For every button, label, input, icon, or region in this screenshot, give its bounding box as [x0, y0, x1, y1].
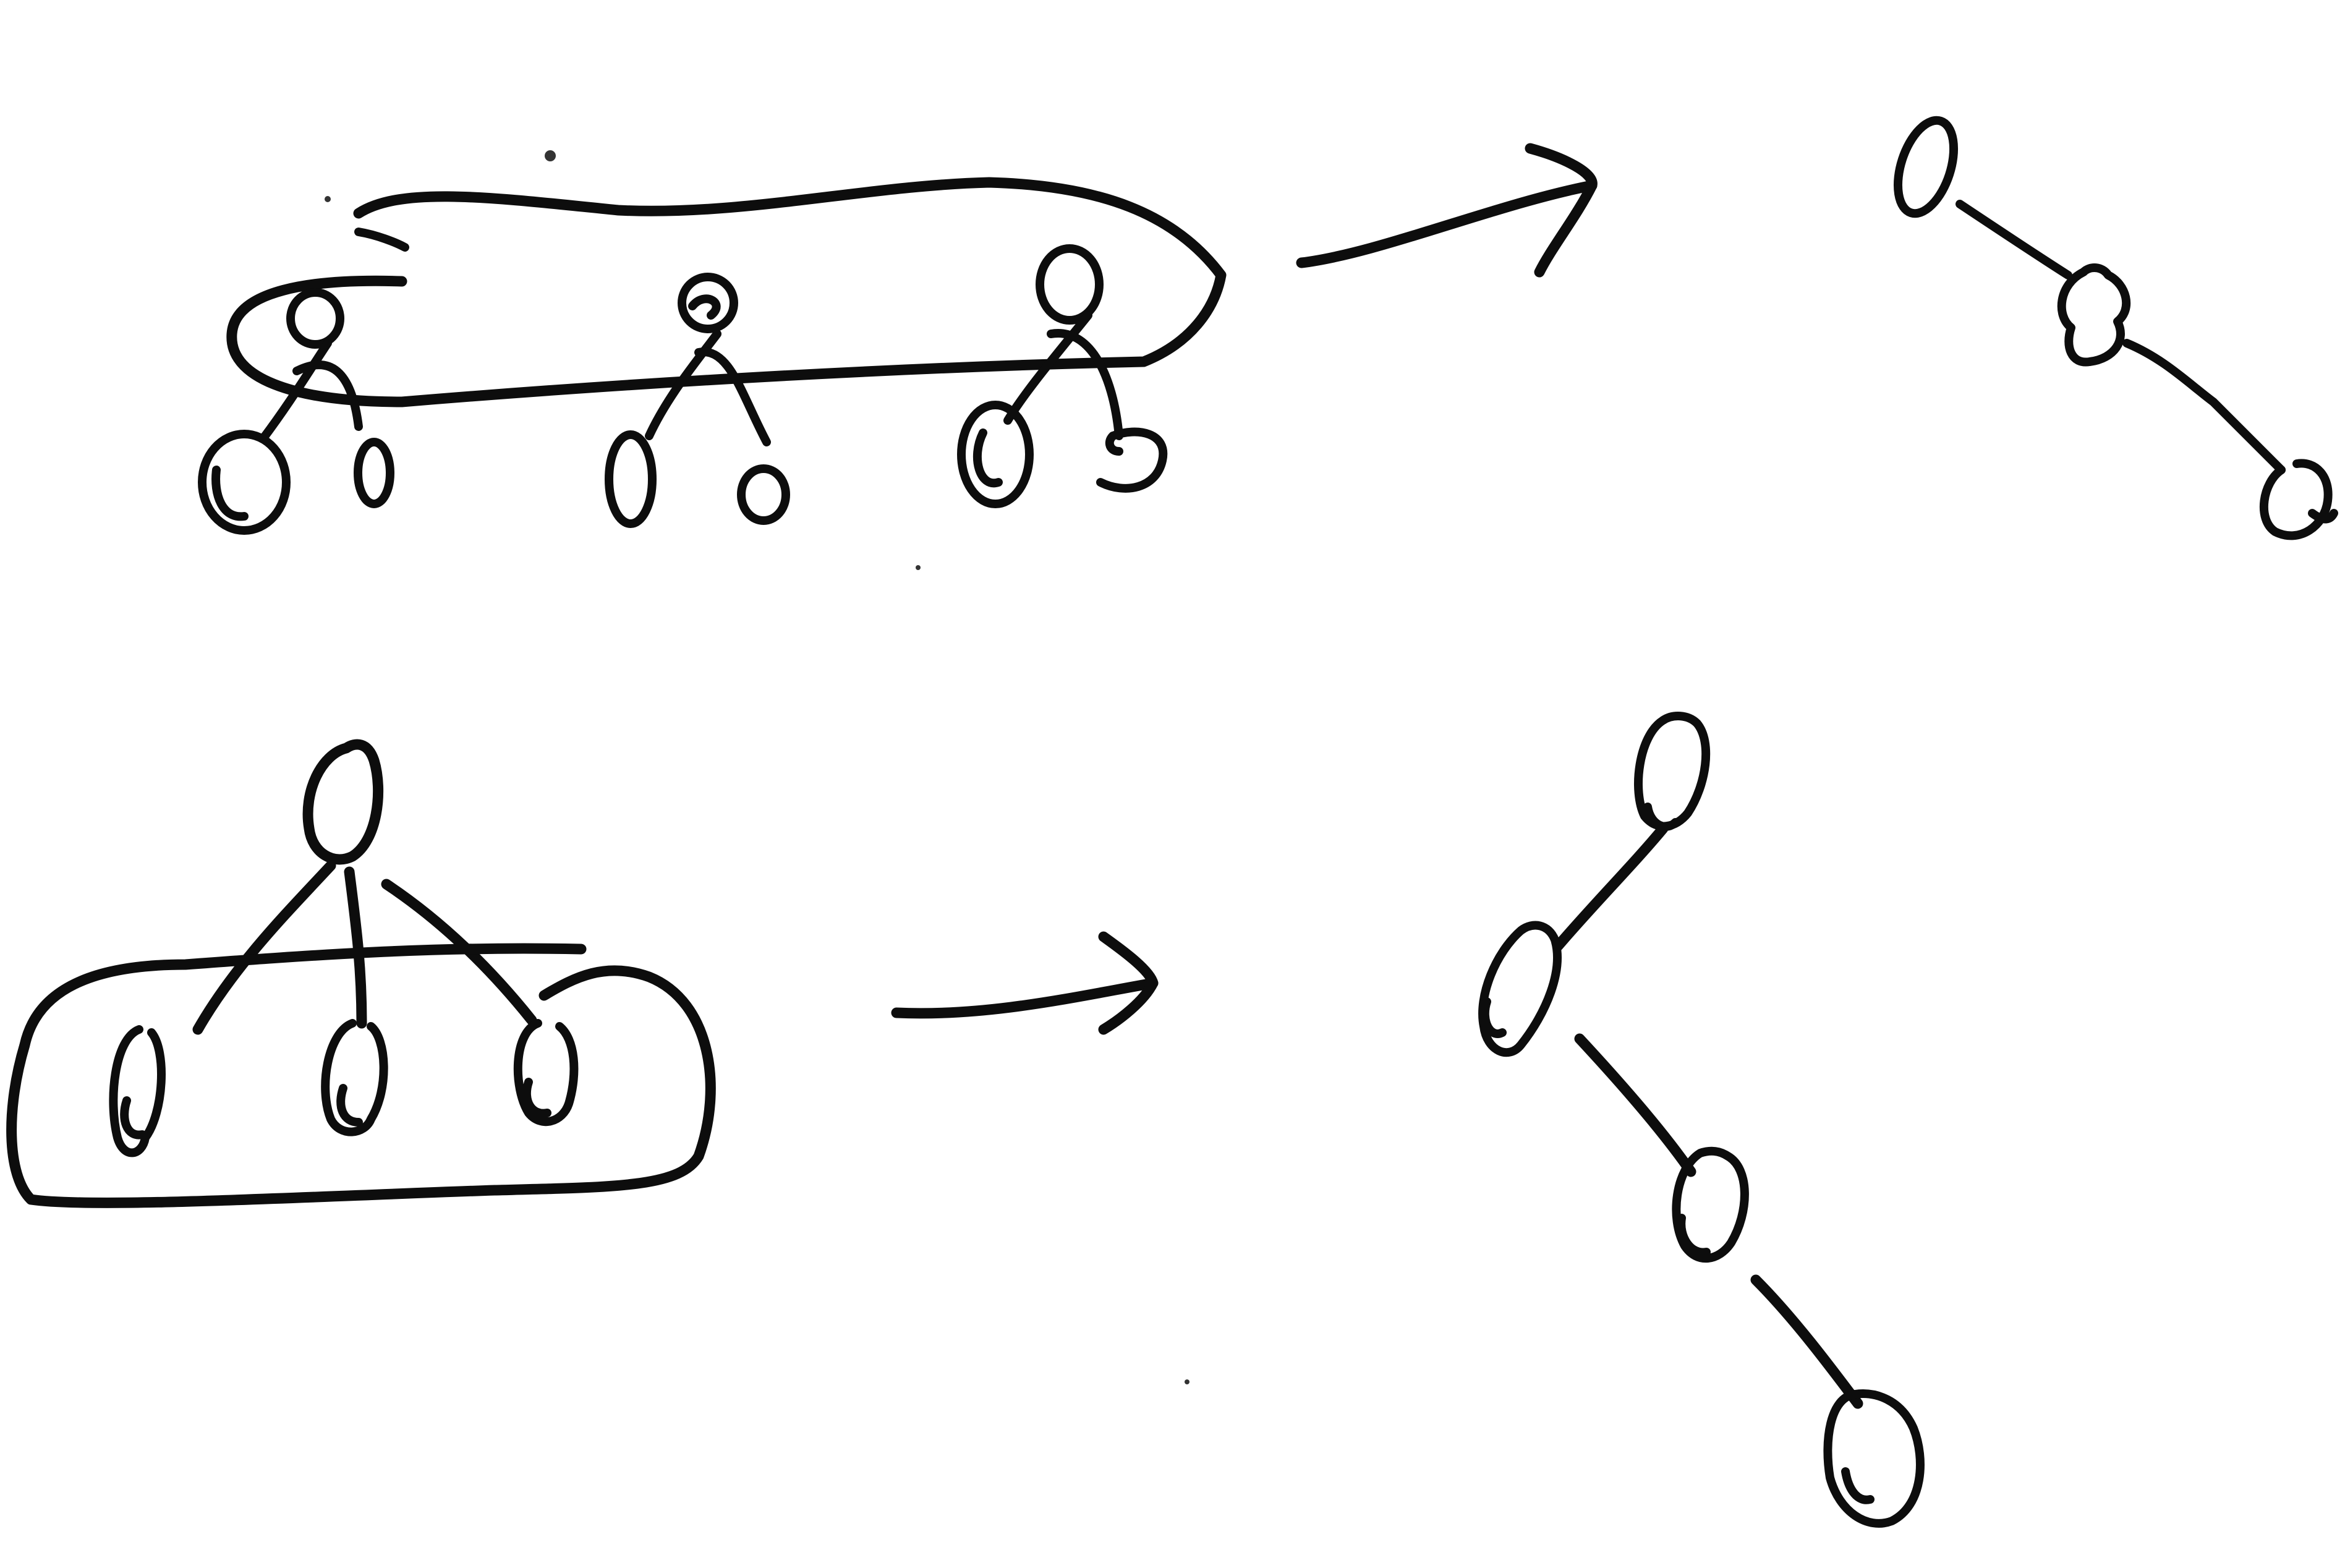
bottom-arrow-shaft: [891, 978, 1159, 1019]
bottom-path-node-1: [1634, 712, 1711, 831]
speck: [545, 150, 556, 161]
top-arrow-head: [1525, 143, 1598, 278]
bottom-path-node-3: [1672, 1146, 1749, 1263]
tree-2-edge-left: [645, 330, 721, 440]
top-tree-1: [198, 288, 394, 535]
tree-1-edge-right: [292, 360, 363, 431]
bottom-panel: [6, 712, 1925, 1528]
star-edge-right: [381, 879, 537, 1026]
top-path-node-3: [2259, 459, 2338, 540]
tree-3-left-child-scribble: [972, 428, 1003, 488]
bottom-path-edge-2: [1574, 1033, 1696, 1177]
tree-2-edge-right: [694, 347, 771, 446]
top-path-node-2: [2057, 263, 2131, 367]
top-tree-3: [957, 244, 1168, 508]
tree-2-right-child-node: [737, 464, 790, 525]
star-child-2-node: [321, 1019, 388, 1136]
tree-2-root-scribble: [688, 294, 721, 320]
bottom-arrow-head: [1098, 931, 1159, 1035]
tree-3-left-child-node: [957, 401, 1034, 508]
tree-3-edge-right: [1047, 329, 1123, 440]
tree-1-left-child-node: [198, 430, 291, 535]
bottom-path-edge-1: [1552, 823, 1669, 952]
star-edge-left: [192, 860, 336, 1035]
top-arrow-shaft: [1296, 180, 1598, 268]
top-group-outline: [226, 177, 1227, 407]
bottom-left-star: [6, 739, 716, 1208]
star-child-3-node: [513, 1019, 579, 1127]
speck: [325, 196, 331, 202]
top-arrow: [1296, 143, 1598, 278]
tree-2-left-child-node: [605, 430, 657, 528]
top-tree-2: [605, 273, 790, 528]
star-child-1-node: [109, 1025, 166, 1157]
top-group-outline-tail: [354, 228, 409, 252]
tree-1-right-child-node: [354, 438, 394, 508]
bottom-right-path: [1478, 712, 1925, 1528]
top-right-path: [1893, 116, 2338, 540]
star-edge-middle: [344, 866, 367, 1029]
top-path-edge-2: [2122, 339, 2286, 474]
bottom-path-edge-3: [1750, 1274, 1863, 1409]
speck: [916, 565, 921, 570]
bottom-path-node-2: [1478, 921, 1562, 1057]
bottom-path-node-4: [1823, 1389, 1925, 1528]
top-path-node-1: [1893, 116, 1959, 218]
tree-3-root-node: [1036, 244, 1104, 325]
tree-2-root-node: [678, 273, 738, 333]
top-path-edge-1: [1956, 200, 2072, 279]
paper-specks: [325, 150, 1190, 1384]
speck: [1185, 1379, 1190, 1384]
tree-1-root-node: [286, 288, 344, 349]
bottom-arrow: [891, 931, 1159, 1035]
tree-3-right-child-node: [1096, 427, 1168, 493]
top-panel: [198, 116, 2338, 540]
star-root-node: [302, 739, 384, 865]
top-left-grouped-forest: [198, 177, 1227, 535]
tree-1-left-child-scribble: [211, 466, 249, 521]
tree-1-edge-left: [258, 339, 332, 443]
star-children-group-outline: [6, 943, 716, 1208]
